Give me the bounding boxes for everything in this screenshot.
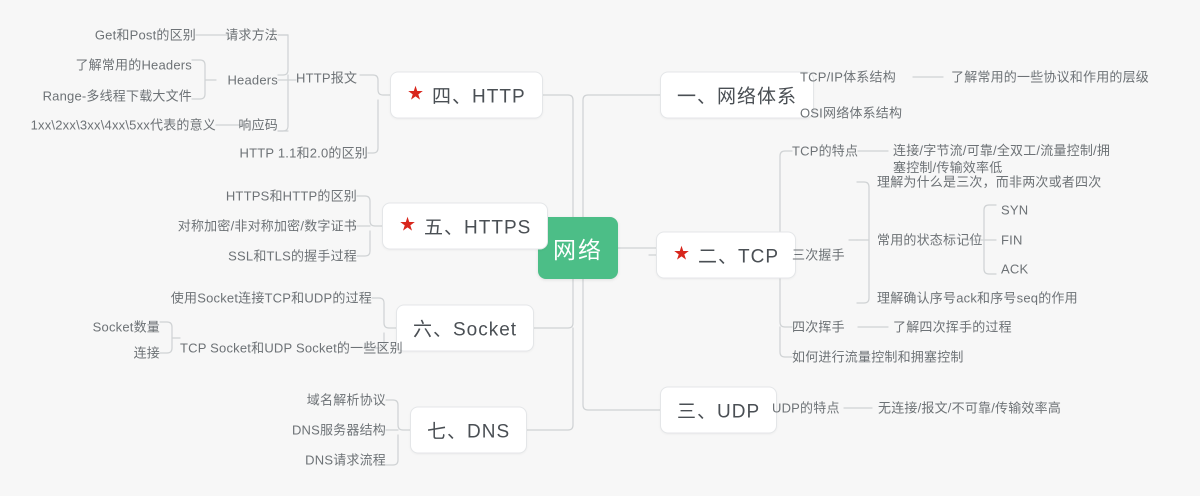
leaf-osi-architecture[interactable]: OSI网络体系结构 (800, 105, 903, 121)
node-udp[interactable]: 三、UDP (660, 386, 778, 434)
star-icon: ★ (673, 243, 692, 265)
node-http-label: 四、HTTP (432, 86, 526, 108)
node-https[interactable]: ★ 五、HTTPS (382, 202, 549, 250)
leaf-request-method[interactable]: 请求方法 (225, 27, 278, 43)
center-node-label: 网络 (553, 237, 603, 263)
leaf-ack-seq-meaning[interactable]: 理解确认序号ack和序号seq的作用 (877, 290, 1078, 306)
node-network-system-label: 一、网络体系 (677, 86, 798, 108)
leaf-tcp-features-detail[interactable]: 连接/字节流/可靠/全双工/流量控制/拥塞控制/传输效率低 (893, 143, 1111, 175)
node-tcp-label: 二、TCP (698, 246, 780, 268)
leaf-flag-syn[interactable]: SYN (1001, 202, 1029, 218)
star-icon: ★ (399, 214, 418, 236)
leaf-why-three-times[interactable]: 理解为什么是三次，而非两次或者四次 (877, 174, 1102, 190)
node-https-label: 五、HTTPS (424, 217, 532, 239)
leaf-status-code[interactable]: 响应码 (238, 117, 278, 133)
leaf-flag-fin[interactable]: FIN (1001, 232, 1023, 248)
leaf-ssl-tls-handshake[interactable]: SSL和TLS的握手过程 (228, 248, 357, 264)
node-socket[interactable]: 六、Socket (396, 304, 535, 352)
leaf-domain-resolution-protocol[interactable]: 域名解析协议 (306, 392, 386, 408)
node-udp-label: 三、UDP (677, 401, 761, 423)
star-icon: ★ (407, 83, 426, 105)
leaf-status-code-meaning[interactable]: 1xx\2xx\3xx\4xx\5xx代表的意义 (30, 117, 216, 133)
leaf-udp-features[interactable]: UDP的特点 (772, 400, 840, 416)
center-node[interactable]: 网络 (538, 217, 618, 279)
leaf-encryption-cert[interactable]: 对称加密/非对称加密/数字证书 (177, 218, 357, 234)
leaf-tcp-features[interactable]: TCP的特点 (792, 143, 859, 159)
node-tcp[interactable]: ★ 二、TCP (656, 231, 797, 279)
leaf-tcp-udp-socket-diff[interactable]: TCP Socket和UDP Socket的一些区别 (180, 340, 403, 356)
node-http[interactable]: ★ 四、HTTP (390, 71, 543, 119)
leaf-socket-connection[interactable]: 连接 (133, 345, 160, 361)
leaf-range-multithread[interactable]: Range-多线程下载大文件 (42, 88, 192, 104)
node-dns-label: 七、DNS (427, 421, 511, 443)
leaf-four-way-wave-process[interactable]: 了解四次挥手的过程 (893, 319, 1012, 335)
node-network-system[interactable]: 一、网络体系 (660, 71, 815, 119)
leaf-common-headers[interactable]: 了解常用的Headers (75, 57, 192, 73)
leaf-dns-server-structure[interactable]: DNS服务器结构 (291, 422, 386, 438)
node-dns[interactable]: 七、DNS (410, 406, 528, 454)
leaf-status-flags[interactable]: 常用的状态标记位 (877, 232, 983, 248)
leaf-tcpip-architecture[interactable]: TCP/IP体系结构 (800, 69, 896, 85)
node-socket-label: 六、Socket (413, 319, 518, 341)
leaf-three-way-handshake[interactable]: 三次握手 (792, 247, 845, 263)
leaf-headers[interactable]: Headers (227, 72, 278, 88)
leaf-http-versions[interactable]: HTTP 1.1和2.0的区别 (239, 145, 368, 161)
leaf-https-vs-http[interactable]: HTTPS和HTTP的区别 (225, 188, 357, 204)
leaf-http-message[interactable]: HTTP报文 (296, 70, 358, 86)
leaf-dns-request-flow[interactable]: DNS请求流程 (305, 452, 386, 468)
leaf-get-post-diff[interactable]: Get和Post的区别 (94, 27, 196, 43)
leaf-socket-connect-process[interactable]: 使用Socket连接TCP和UDP的过程 (170, 290, 372, 306)
leaf-socket-count[interactable]: Socket数量 (92, 319, 160, 335)
leaf-common-protocols-layers[interactable]: 了解常用的一些协议和作用的层级 (951, 69, 1150, 85)
leaf-four-way-wave[interactable]: 四次挥手 (792, 319, 845, 335)
leaf-udp-features-detail[interactable]: 无连接/报文/不可靠/传输效率高 (878, 400, 1062, 416)
leaf-flag-ack[interactable]: ACK (1001, 261, 1029, 277)
leaf-flow-congestion-control[interactable]: 如何进行流量控制和拥塞控制 (792, 349, 964, 365)
